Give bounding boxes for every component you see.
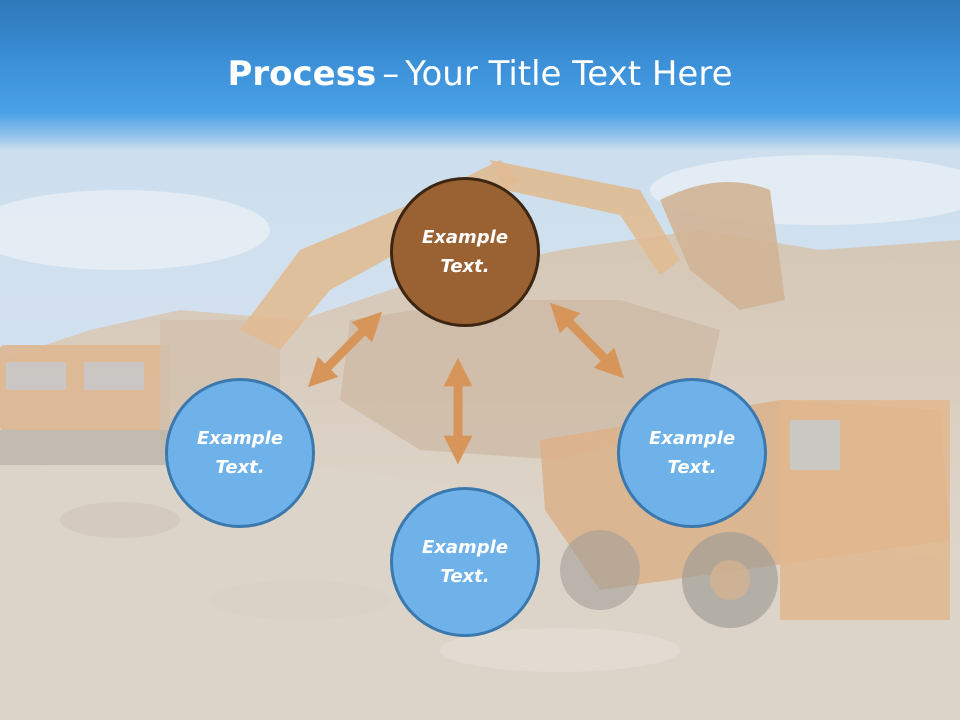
title-rest-part: Your Title Text Here bbox=[405, 54, 733, 94]
process-node-right[interactable]: Example Text. bbox=[617, 378, 767, 528]
title-bar bbox=[0, 0, 960, 150]
node-right-line2: Text. bbox=[667, 457, 717, 478]
process-node-left[interactable]: Example Text. bbox=[165, 378, 315, 528]
node-right-line1: Example bbox=[648, 428, 736, 449]
node-left-line1: Example bbox=[196, 428, 284, 449]
process-node-top[interactable]: Example Text. bbox=[390, 177, 540, 327]
title-dash: – bbox=[382, 54, 400, 94]
node-top-line1: Example bbox=[421, 227, 509, 248]
node-bottom-line2: Text. bbox=[440, 566, 490, 587]
slide-title: Process–Your Title Text Here bbox=[0, 52, 960, 96]
node-top-line2: Text. bbox=[440, 256, 490, 277]
node-bottom-line1: Example bbox=[421, 537, 509, 558]
node-left-line2: Text. bbox=[215, 457, 265, 478]
title-bold-part: Process bbox=[227, 54, 377, 94]
process-node-bottom[interactable]: Example Text. bbox=[390, 487, 540, 637]
arrow-top-right bbox=[549, 302, 625, 379]
arrow-top-left bbox=[307, 311, 383, 388]
